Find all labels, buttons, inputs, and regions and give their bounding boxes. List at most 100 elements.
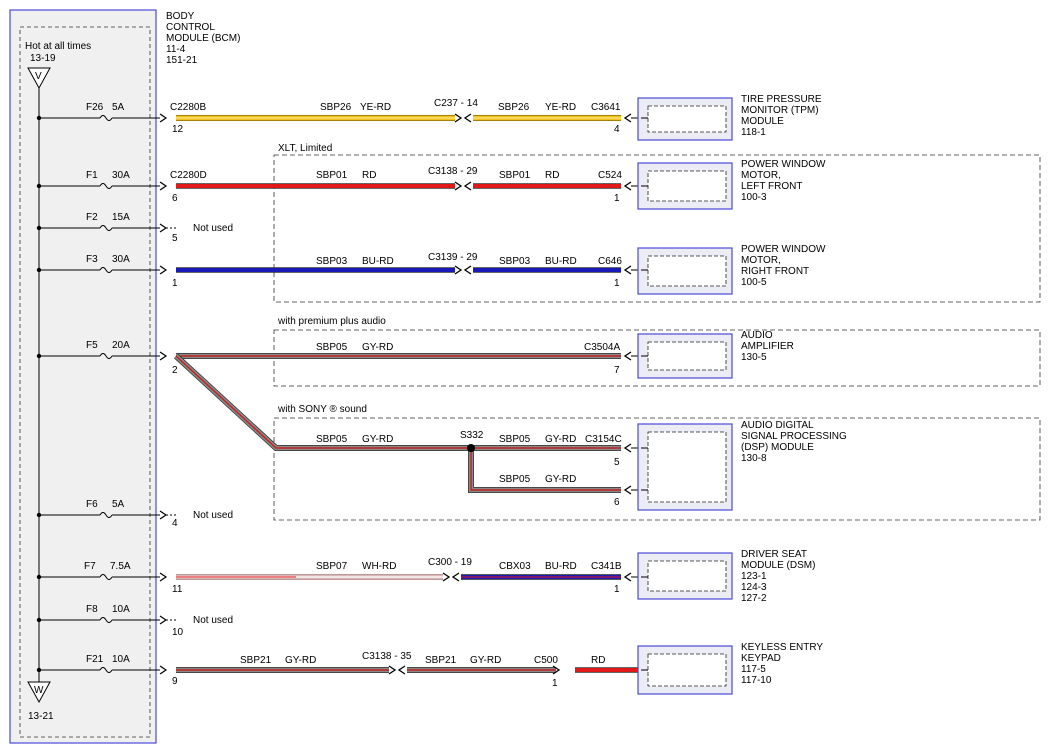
amp-color-1: GY-RD: [362, 342, 393, 353]
fuse-icon-F6: [99, 512, 113, 518]
wire-dsp-2-stripe: [470, 448, 621, 491]
amp-end-pin: 7: [614, 365, 620, 376]
kp-mid-connector: C3138 - 35: [362, 651, 412, 662]
bottom-ref: 13-21: [28, 711, 54, 722]
module-label-dsp-1: SIGNAL PROCESSING: [741, 431, 847, 442]
bcm-pin-11: 11: [172, 584, 183, 595]
bcm-pin-arrow-F6: [159, 510, 168, 520]
kp-color-1: GY-RD: [285, 655, 316, 666]
bcm-title-line-2: CONTROL: [166, 22, 215, 33]
fuse-id-F1: F1: [86, 170, 98, 181]
module-label-pwrf-1: MOTOR,: [741, 255, 781, 266]
module-label-pwlf-0: POWER WINDOW: [741, 159, 826, 170]
dsm-end-connector: C341B: [591, 561, 622, 572]
fuse-icon-F26: [99, 115, 113, 121]
fuse-amps-F21: 10A: [112, 654, 130, 665]
module-label-amp-1: AMPLIFIER: [741, 341, 794, 352]
pwlf-mid-connector: C3138 - 29: [428, 166, 478, 177]
fuse-amps-F6: 5A: [112, 499, 125, 510]
fuse-icon-F2: [99, 225, 113, 231]
bcm-inner-box: [19, 26, 151, 738]
bcm-pin-5: 5: [172, 233, 178, 244]
sony-option-box: [273, 417, 1041, 521]
module-label-dsp-3: 130-8: [741, 453, 767, 464]
not-used-label-F6: Not used: [193, 510, 233, 521]
tpm-end-pin: 4: [614, 124, 620, 135]
conn-c3139-out: [463, 265, 472, 275]
module-inner-kp: [647, 653, 727, 687]
not-used-label-F2: Not used: [193, 223, 233, 234]
splice-label: S332: [460, 430, 484, 441]
bcm-title-line-3: MODULE (BCM): [166, 33, 240, 44]
fuse-id-F2: F2: [86, 212, 98, 223]
conn-c300-in: [442, 572, 451, 582]
dsm-mid-connector: C300 - 19: [428, 557, 472, 568]
module-label-pwrf-3: 100-5: [741, 277, 767, 288]
module-label-dsm-3: 124-3: [741, 582, 767, 593]
bcm-pin-2: 2: [172, 365, 178, 376]
pwlf-circuit-1: SBP01: [316, 170, 348, 181]
fuse-id-F26: F26: [86, 102, 104, 113]
module-label-dsp-0: AUDIO DIGITAL: [741, 420, 814, 431]
pwrf-end-connector: C646: [598, 256, 622, 267]
conn-c524: [623, 181, 632, 191]
fuse-amps-F1: 30A: [112, 170, 130, 181]
xlt-option-label: XLT, Limited: [278, 143, 332, 154]
module-label-tpm-1: MONITOR (TPM): [741, 105, 819, 116]
pwlf-end-connector: C524: [598, 170, 622, 181]
conn-c237-in: [454, 113, 463, 123]
bcm-pin-10: 10: [172, 627, 184, 638]
bcm-title-ref-1: 11-4: [166, 44, 186, 55]
pwrf-mid-connector: C3139 - 29: [428, 252, 478, 263]
tpm-circuit-2: SBP26: [498, 102, 530, 113]
module-label-tpm-0: TIRE PRESSURE: [741, 94, 822, 105]
dsm-color-1: WH-RD: [362, 561, 396, 572]
fuse-id-F7: F7: [84, 561, 96, 572]
conn-c237-out: [463, 113, 472, 123]
dsp-circuit-1: SBP05: [316, 434, 348, 445]
conn-c500: [552, 665, 561, 675]
dsm-circuit-2: CBX03: [499, 561, 531, 572]
conn-c646: [623, 265, 632, 275]
module-label-tpm-3: 118-1: [741, 127, 766, 138]
module-label-dsm-4: 127-2: [741, 593, 767, 604]
module-label-kp-1: KEYPAD: [741, 653, 781, 664]
bcm-box: [9, 9, 157, 744]
fuse-amps-F3: 30A: [112, 254, 130, 265]
fuse-amps-F5: 20A: [112, 340, 130, 351]
tpm-color-1: YE-RD: [360, 102, 391, 113]
splice-s332-dot: [467, 444, 475, 452]
fuse-amps-F8: 10A: [112, 604, 130, 615]
module-inner-pwlf: [647, 170, 727, 202]
dsp-end-pin-5: 5: [614, 457, 620, 468]
kp-end-pin: 1: [552, 678, 558, 689]
module-inner-tpm: [647, 105, 727, 133]
pwlf-bcm-connector: C2280D: [170, 170, 207, 181]
pwrf-color-2: BU-RD: [545, 256, 577, 267]
pwlf-color-1: RD: [362, 170, 376, 181]
fuse-id-F5: F5: [86, 340, 98, 351]
amp-circuit-1: SBP05: [316, 342, 348, 353]
dsm-circuit-1: SBP07: [316, 561, 348, 572]
wire-dsp-1-stripe: [175, 355, 621, 449]
tpm-color-2: YE-RD: [545, 102, 576, 113]
fuse-icon-F8: [99, 617, 113, 623]
module-inner-amp: [647, 341, 727, 371]
tpm-mid-connector: C237 - 14: [434, 98, 478, 109]
module-label-kp-3: 117-10: [741, 675, 772, 686]
bcm-pin-4: 4: [172, 518, 178, 529]
conn-c300-out: [451, 572, 460, 582]
fuse-icon-F5: [99, 353, 113, 359]
fuse-icon-F7: [99, 574, 113, 580]
bottom-triangle-symbol: W: [34, 685, 44, 696]
sony-option-label: with SONY ® sound: [277, 404, 367, 415]
kp-end-connector: C500: [534, 655, 558, 666]
dsm-end-pin: 1: [614, 584, 620, 595]
bcm-pin-arrow-F1: [159, 181, 168, 191]
fuse-id-F6: F6: [86, 499, 98, 510]
conn-c3154c-6: [623, 485, 632, 495]
module-label-pwlf-1: MOTOR,: [741, 170, 781, 181]
bcm-pin-arrow-F21: [159, 665, 168, 675]
module-label-pwrf-2: RIGHT FRONT: [741, 266, 809, 277]
module-label-kp-2: 117-5: [741, 664, 766, 675]
